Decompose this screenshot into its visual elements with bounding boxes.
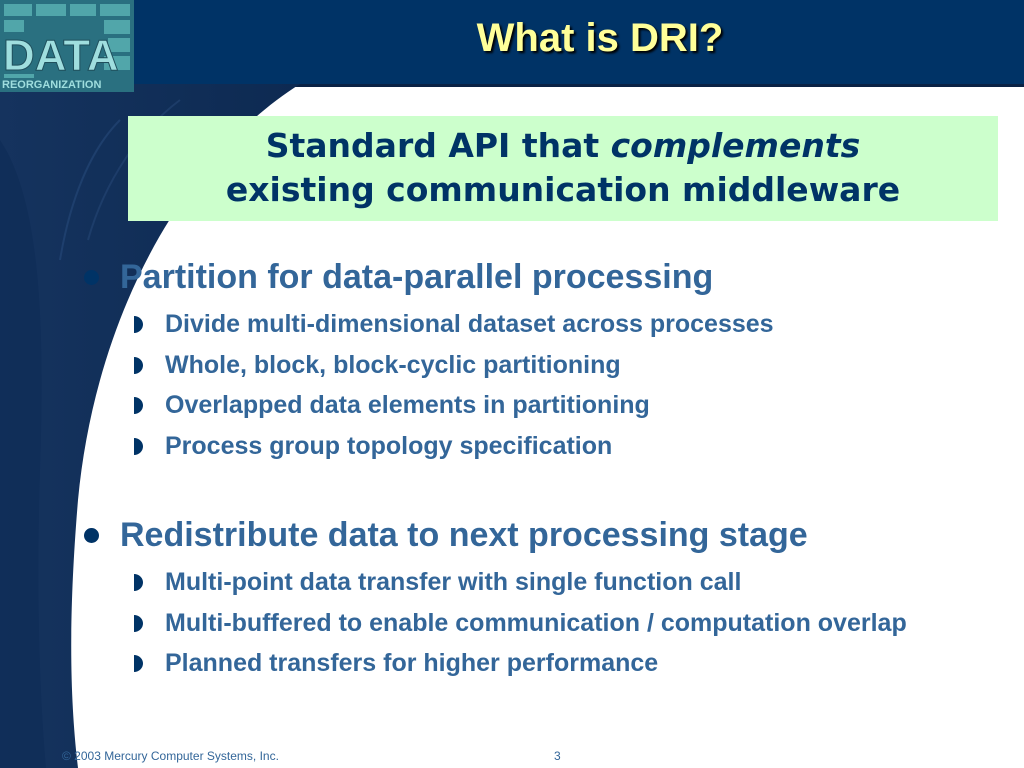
bullet-list: Partition for data-parallel processing D… (80, 252, 1020, 704)
data-reorganization-logo: DATA REORGANIZATION (0, 0, 134, 92)
bullet-group-redistribute: Redistribute data to next processing sta… (80, 510, 1020, 684)
page-number: 3 (554, 749, 561, 763)
sub-bullet: Whole, block, block-cyclic partitioning (80, 345, 1020, 386)
copyright-footer: © 2003 Mercury Computer Systems, Inc. (62, 749, 279, 763)
sub-bullet: Multi-point data transfer with single fu… (80, 562, 1020, 603)
half-circle-bullet-icon (134, 356, 143, 374)
sub-bullet-text: Divide multi-dimensional dataset across … (165, 310, 774, 338)
callout-line-1: Standard API that complements (128, 124, 998, 168)
bullet-heading-text: Redistribute data to next processing sta… (120, 516, 808, 554)
sub-bullet-text: Multi-buffered to enable communication /… (165, 608, 907, 637)
sub-bullet: Planned transfers for higher performance (80, 643, 1020, 684)
bullet-dot-icon (84, 528, 99, 543)
sub-bullet-text: Whole, block, block-cyclic partitioning (165, 350, 621, 379)
sub-bullet: Divide multi-dimensional dataset across … (80, 304, 1020, 345)
half-circle-bullet-icon (134, 316, 143, 333)
half-circle-bullet-icon (134, 655, 143, 672)
sub-bullet-text: Planned transfers for higher performance (165, 649, 659, 677)
half-circle-bullet-icon (134, 614, 143, 632)
svg-text:DATA: DATA (3, 31, 119, 80)
bullet-heading: Partition for data-parallel processing (80, 252, 1020, 302)
bullet-heading: Redistribute data to next processing sta… (80, 510, 1020, 560)
definition-callout: Standard API that complements existing c… (128, 116, 998, 221)
half-circle-bullet-icon (134, 397, 143, 414)
sub-bullet-text: Process group topology specification (165, 431, 613, 460)
sub-bullet-list: Divide multi-dimensional dataset across … (80, 304, 1020, 466)
callout-emphasis: complements (610, 126, 861, 165)
slide-title: What is DRI? (476, 16, 724, 60)
half-circle-bullet-icon (134, 574, 143, 591)
bullet-group-partition: Partition for data-parallel processing D… (80, 252, 1020, 466)
sub-bullet: Multi-buffered to enable communication /… (80, 603, 1020, 644)
bullet-dot-icon (84, 270, 99, 285)
sub-bullet-text: Multi-point data transfer with single fu… (165, 568, 742, 596)
sub-bullet: Overlapped data elements in partitioning (80, 385, 1020, 426)
callout-text: Standard API that (265, 126, 611, 165)
sub-bullet: Process group topology specification (80, 426, 1020, 467)
sub-bullet-text: Overlapped data elements in partitioning (165, 391, 650, 419)
sub-bullet-list: Multi-point data transfer with single fu… (80, 562, 1020, 684)
half-circle-bullet-icon (134, 437, 143, 455)
bullet-heading-text: Partition for data-parallel processing (120, 258, 714, 296)
callout-line-2: existing communication middleware (225, 170, 901, 209)
svg-text:REORGANIZATION: REORGANIZATION (2, 79, 101, 91)
